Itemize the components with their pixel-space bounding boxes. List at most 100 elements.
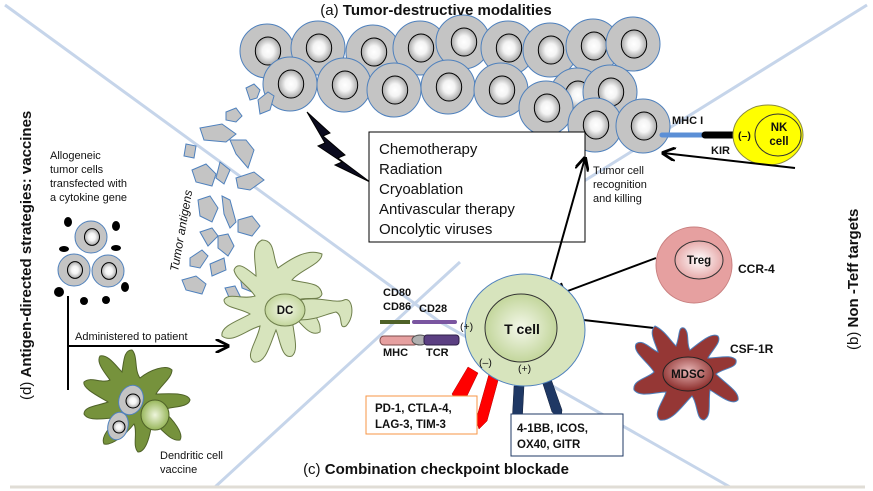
- antigen-fragment: [181, 275, 207, 295]
- tumor-cell-nucleus: [450, 27, 478, 57]
- antigen-fragment: [199, 123, 237, 143]
- section-c-title: (c) Combination checkpoint blockade: [303, 461, 569, 478]
- tumor-cell-nucleus: [537, 35, 565, 65]
- tcr-receptor: [423, 334, 460, 346]
- nk-cell-nucleus: [754, 113, 802, 157]
- inhibitory-checkpoint-box: [365, 395, 478, 435]
- tumor-cell-nucleus: [83, 228, 101, 246]
- tumor-cell: [435, 14, 491, 70]
- section-a-name: Tumor-destructive modalities: [343, 2, 552, 19]
- section-b-name: Non -Teff targets: [845, 209, 862, 328]
- antigen-fragment: [209, 257, 227, 277]
- antigen-fragment: [189, 249, 209, 269]
- t-cell-label: T cell: [504, 321, 540, 337]
- tumor-cell-nucleus: [620, 29, 648, 59]
- dendritic-cell-arm: [299, 298, 353, 328]
- modalities-list: Chemotherapy Radiation Cryoablation Anti…: [379, 141, 515, 238]
- tumor-cell: [366, 62, 422, 118]
- divider-line-right-upper: [559, 3, 868, 198]
- antigen-fragment: [199, 227, 219, 247]
- modality-item: Cryoablation: [379, 181, 463, 198]
- section-b-title: (b) Non -Teff targets: [845, 209, 862, 350]
- nk-cell-label: cell: [769, 136, 788, 148]
- recognition-label: recognition: [593, 179, 647, 191]
- tumor-cell-nucleus: [407, 33, 435, 63]
- cytokine-dot: [102, 296, 110, 304]
- treg-cell-nucleus: [674, 240, 724, 280]
- tumor-cell-nucleus: [360, 37, 388, 67]
- tumor-cell-nucleus: [488, 75, 516, 105]
- modality-item: Radiation: [379, 161, 442, 178]
- cytokine-dot: [112, 221, 120, 231]
- phagocytosed-tumor-nucleus: [112, 420, 126, 434]
- cytokine-dot: [80, 297, 88, 305]
- vaccine-dc-nucleus: [140, 399, 170, 431]
- section-a-prefix: (a): [320, 2, 338, 19]
- tumor-cell: [316, 57, 372, 113]
- dc-label: DC: [277, 305, 294, 317]
- tumor-cell: [522, 22, 578, 78]
- tumor-cell-nucleus: [381, 75, 409, 105]
- tumor-cell: [392, 20, 448, 76]
- tumor-cell: [473, 62, 529, 118]
- cd28-signal-sign: (+): [460, 321, 473, 333]
- allogeneic-label: Allogeneic: [50, 150, 101, 162]
- tumor-cell-nucleus: [331, 70, 359, 100]
- tumor-cell-nucleus: [435, 72, 463, 102]
- modality-item: Antivascular therapy: [379, 201, 515, 218]
- antigen-fragment: [257, 91, 275, 115]
- section-d-title: (d) Antigen-directed strategies: vaccine…: [18, 111, 35, 400]
- nk-inhibition-sign: (–): [738, 130, 751, 142]
- cytokine-dot: [111, 245, 121, 251]
- cytokine-dot: [54, 287, 64, 297]
- tumor-cell: [615, 98, 671, 154]
- tumor-cell: [91, 254, 125, 288]
- divider-line-left-lower: [213, 260, 462, 489]
- section-d-name: Antigen-directed strategies: vaccines: [18, 111, 35, 378]
- tumor-antigen-fragments: [181, 83, 275, 303]
- ccr4-label: CCR-4: [738, 262, 775, 276]
- inhibitory-signal-sign: (–): [479, 357, 492, 369]
- tumor-cell-nucleus: [580, 31, 608, 61]
- section-d-prefix: (d): [18, 382, 35, 400]
- tumor-cell: [262, 56, 318, 112]
- antigen-fragment: [229, 139, 255, 169]
- cd86-label: CD86: [383, 301, 411, 313]
- tumor-cell-cluster: [239, 14, 671, 154]
- tumor-cell: [57, 253, 91, 287]
- recognition-label: and killing: [593, 193, 642, 205]
- mdsc-label: MDSC: [671, 369, 705, 381]
- antigen-fragment: [245, 83, 261, 101]
- stimulatory-receptor: [541, 378, 563, 420]
- section-c-prefix: (c): [303, 461, 321, 478]
- dc-vaccine-label: Dendritic cell: [160, 450, 223, 462]
- modality-item: Oncolytic viruses: [379, 221, 492, 238]
- modalities-box: [368, 131, 586, 243]
- antigen-fragment: [221, 195, 237, 229]
- mdsc-cell-nucleus: [662, 356, 714, 392]
- section-a-title: (a) Tumor-destructive modalities: [320, 2, 551, 19]
- inhibitory-checkpoint-label: LAG-3, TIM-3: [375, 419, 446, 431]
- allogeneic-label: tumor cells: [50, 164, 104, 176]
- cd80-label: CD80: [383, 287, 411, 299]
- tumor-cell: [74, 220, 108, 254]
- t-cell-nucleus: [484, 293, 558, 363]
- nk-cell-label: NK: [771, 122, 788, 134]
- tumor-cell-nucleus: [495, 33, 523, 63]
- section-b-prefix: (b): [845, 332, 862, 350]
- tumor-cell: [605, 16, 661, 72]
- dc-vaccine-label: vaccine: [160, 464, 197, 476]
- dc-nucleus: [264, 293, 306, 327]
- antigen-fragment: [191, 163, 217, 187]
- tumor-cell: [518, 80, 574, 136]
- treg-inhibition-line: [564, 257, 657, 293]
- treg-label: Treg: [687, 255, 711, 267]
- tcell-to-tumor-arrow: [544, 158, 585, 301]
- lightning-bolt-icon: [306, 111, 371, 183]
- cytokine-dot: [121, 282, 129, 292]
- inhibitory-receptor: [475, 373, 500, 430]
- kir-label: KIR: [711, 145, 730, 157]
- phagocytosed-tumor-nucleus: [125, 393, 141, 409]
- modality-item: Chemotherapy: [379, 141, 478, 158]
